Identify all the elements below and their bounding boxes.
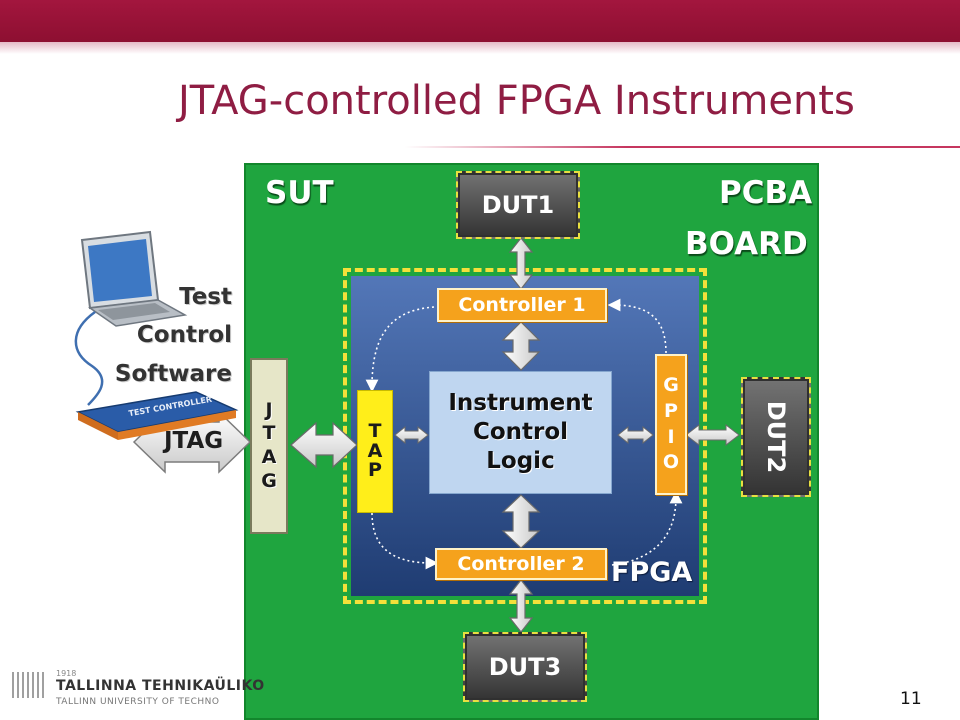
university-year: 1918	[56, 669, 77, 678]
gpio-letter: G	[663, 374, 679, 397]
logic-gpio-arrow	[617, 425, 654, 445]
controller2-dut3-arrow	[508, 579, 534, 633]
usb-cable	[74, 310, 104, 406]
controller1-logic-arrow	[501, 321, 541, 371]
gpio-letter: I	[667, 425, 675, 448]
jtag-letter: A	[261, 446, 277, 468]
instrument-control-logic-box: Instrument Control Logic	[429, 371, 612, 494]
software-line-3: Software	[114, 361, 232, 387]
university-name-english: TALLINN UNIVERSITY OF TECHNO	[56, 697, 220, 707]
header-bar	[0, 0, 960, 42]
dut1-controller1-arrow	[508, 237, 534, 290]
dotted-flow-paths	[365, 298, 683, 570]
header-bar-fade	[0, 42, 960, 54]
gpio-dut2-arrow	[685, 423, 740, 447]
fpga-label: FPGA	[611, 557, 693, 588]
tap-letter: A	[367, 439, 383, 462]
tap-logic-arrow	[394, 425, 429, 445]
controller-1-box: Controller 1	[437, 288, 607, 322]
gpio-letter: P	[664, 399, 678, 422]
jtag-connector-block: J T A G	[250, 358, 288, 534]
dut2-label: DUT2	[762, 400, 791, 474]
university-logo-icon	[12, 672, 44, 698]
page-number: 11	[900, 689, 922, 709]
logic-line-1: Instrument	[448, 390, 593, 417]
software-line-2: Control	[136, 322, 232, 348]
slide-title: JTAG-controlled FPGA Instruments	[178, 78, 855, 124]
dut3-box: DUT3	[463, 632, 587, 702]
tap-letter: P	[368, 459, 382, 482]
board-label: BOARD	[685, 226, 808, 262]
software-line-1: Test	[179, 284, 232, 310]
gpio-box: G P I O	[655, 354, 687, 495]
title-underline	[405, 146, 960, 148]
logic-controller2-arrow	[501, 494, 541, 549]
tap-box: T A P	[357, 390, 393, 513]
pcba-label: PCBA	[719, 175, 813, 211]
tap-letter: T	[368, 419, 382, 442]
logic-line-3: Logic	[486, 447, 555, 474]
controller-2-box: Controller 2	[435, 548, 607, 580]
logic-line-2: Control	[472, 419, 569, 446]
gpio-letter: O	[662, 451, 680, 474]
dut2-box: DUT2	[741, 377, 811, 497]
dut1-box: DUT1	[456, 171, 580, 239]
university-name: TALLINNA TEHNIKAÜLIKO	[56, 678, 265, 694]
jtag-tap-arrow	[290, 421, 358, 469]
test-controller-device-icon	[75, 391, 239, 440]
sut-label: SUT	[265, 175, 334, 211]
jtag-arrow-label: JTAG	[164, 428, 224, 454]
laptop-icon	[80, 230, 188, 327]
jtag-letter: G	[261, 469, 277, 492]
jtag-letter: T	[262, 422, 276, 445]
jtag-letter: J	[265, 398, 273, 421]
